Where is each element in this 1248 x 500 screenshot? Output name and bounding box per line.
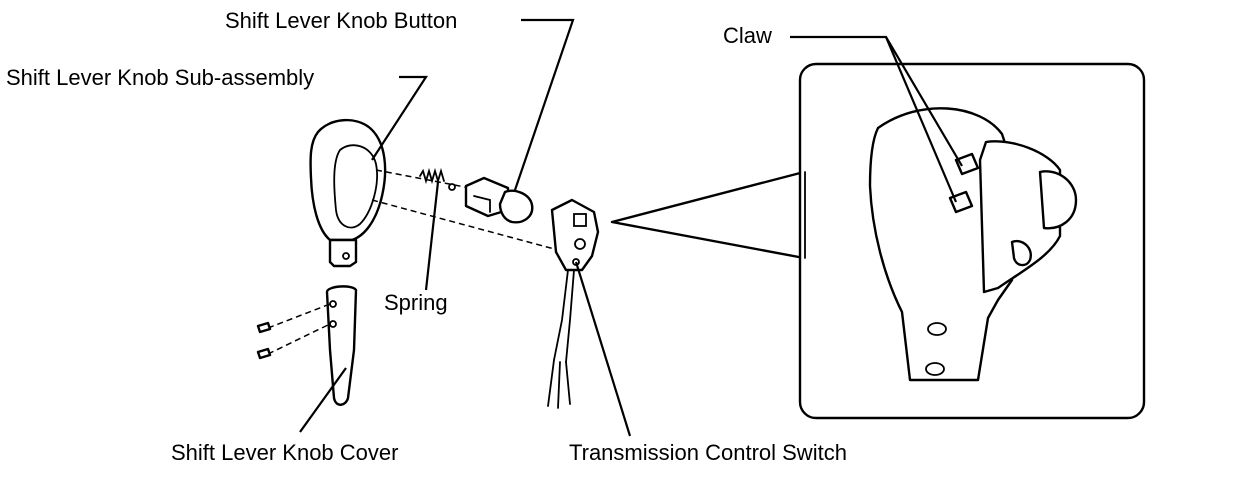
label-shift-lever-knob-button: Shift Lever Knob Button [225,8,457,33]
shift-lever-knob-cover [256,285,358,406]
label-transmission-control-switch: Transmission Control Switch [569,440,847,465]
label-spring: Spring [384,290,448,315]
leader-lines [299,18,963,437]
label-claw: Claw [723,23,772,48]
transmission-control-switch [547,198,600,409]
shift-lever-knob-sub-assembly [309,119,387,268]
guide-line-upper [375,169,471,189]
detail-callout [610,62,1146,420]
guide-line-lower [371,199,559,251]
spring [419,167,456,191]
label-shift-lever-knob-sub-assembly: Shift Lever Knob Sub-assembly [6,65,314,90]
shift-lever-knob-button [464,176,534,224]
label-shift-lever-knob-cover: Shift Lever Knob Cover [171,440,398,465]
detail-knob-enlarged [868,107,1078,382]
